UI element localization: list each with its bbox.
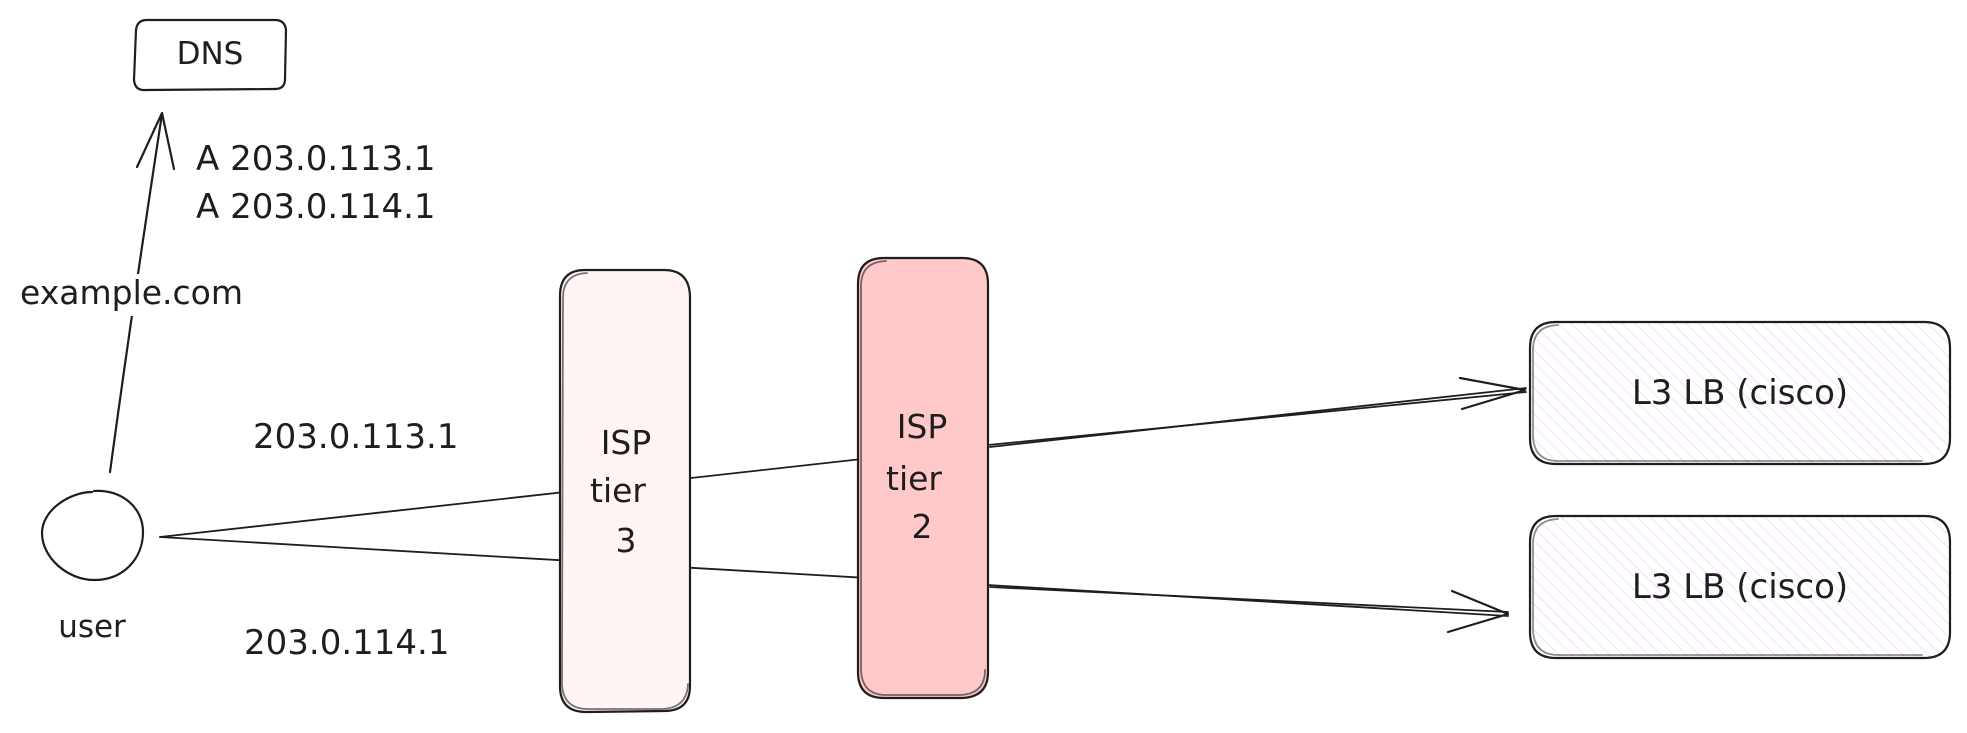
load-balancer-1-label: L3 LB (cisco) <box>1632 373 1848 413</box>
isp-tier-3-line-2: tier <box>590 471 646 510</box>
isp-tier-3-line-3: 3 <box>616 521 637 560</box>
load-balancer-2-label: L3 LB (cisco) <box>1632 567 1848 607</box>
isp-tier-2-line-2: tier <box>886 459 942 498</box>
dns-label: DNS <box>177 36 244 72</box>
route-ip-1: 203.0.113.1 <box>253 417 458 457</box>
isp-tier-3-line-1: ISP <box>601 423 652 462</box>
route-upper <box>159 376 1527 538</box>
query-label: example.com <box>20 273 243 312</box>
isp-tier-3[interactable]: ISP tier 3 <box>558 268 692 714</box>
dns-record-a-2: A 203.0.114.1 <box>196 187 436 227</box>
load-balancer-2-box <box>1530 516 1950 658</box>
isp-tier-2-line-3: 2 <box>912 507 933 546</box>
isp-tier-2[interactable]: ISP tier 2 <box>856 256 990 700</box>
load-balancer-1-box <box>1530 322 1950 464</box>
isp-tier-2-line-1: ISP <box>897 407 948 446</box>
user-node[interactable] <box>40 489 145 582</box>
dns-server[interactable]: DNS <box>132 18 288 92</box>
query-label-bg <box>18 274 244 316</box>
isp-tier-2-box <box>858 258 988 698</box>
user-label: user <box>58 609 126 645</box>
route-ip-2: 203.0.114.1 <box>244 623 449 663</box>
load-balancer-2[interactable]: L3 LB (cisco) <box>1528 514 1952 660</box>
route-lower <box>159 536 1510 634</box>
dns-record-a-1: A 203.0.113.1 <box>196 139 436 179</box>
load-balancer-1[interactable]: L3 LB (cisco) <box>1528 320 1952 466</box>
isp-tier-3-box <box>560 270 690 712</box>
